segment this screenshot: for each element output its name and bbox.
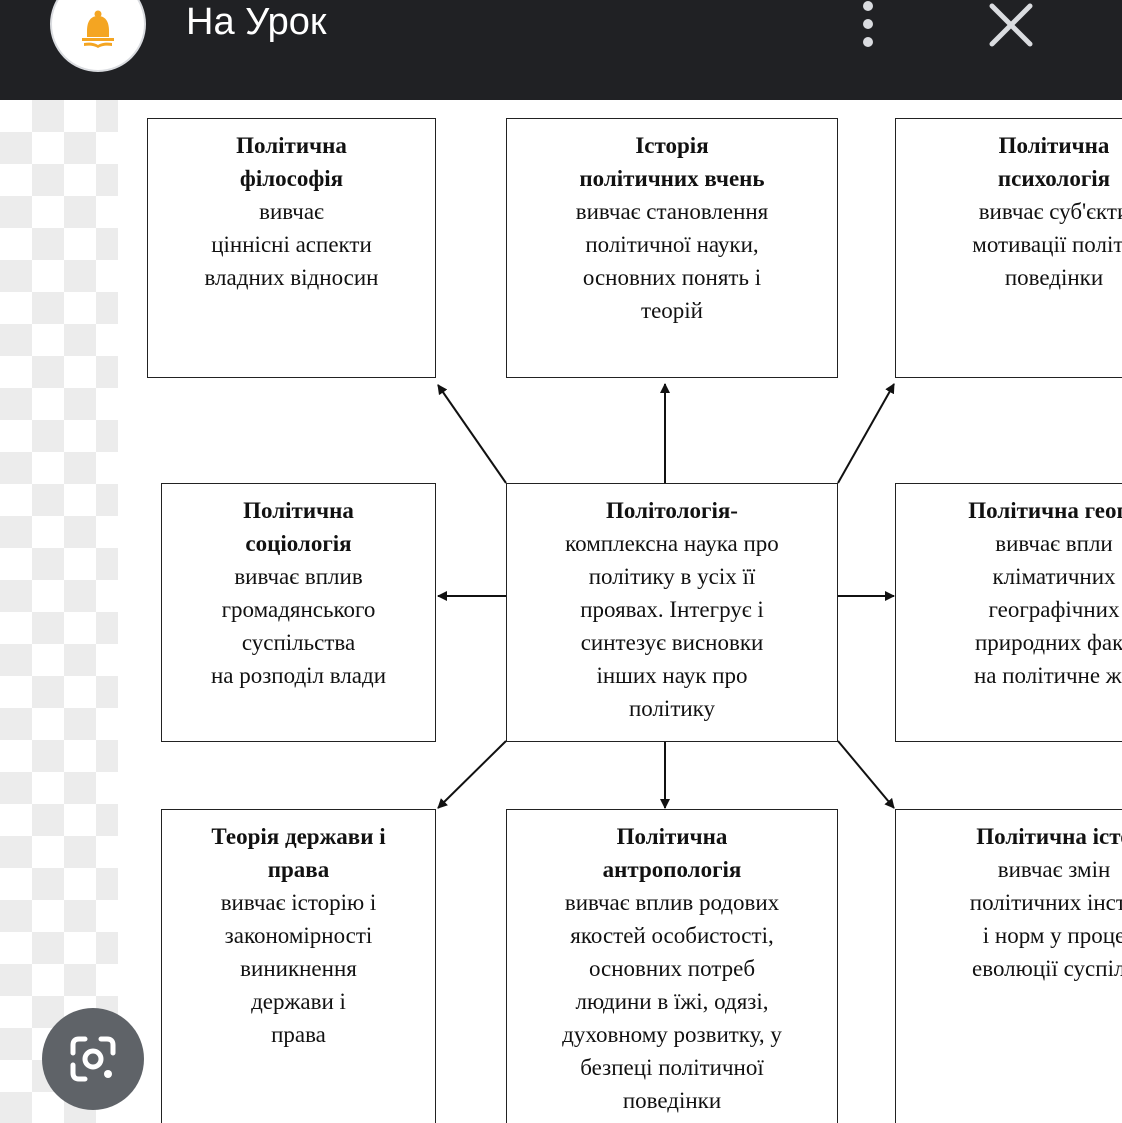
google-lens-icon — [70, 1036, 116, 1082]
arrow-to-top-right — [837, 383, 895, 484]
box-text: права — [271, 1022, 326, 1047]
box-history-of-political-thought: Історія політичних вчень вивчає становле… — [506, 118, 838, 378]
box-political-science-center: Політологія- комплексна наука про політи… — [506, 483, 838, 742]
box-political-geography: Політична геогр вивчає впли кліматичних … — [895, 483, 1122, 742]
close-icon — [989, 3, 1033, 47]
box-title: Політична геогр — [968, 498, 1122, 523]
connector-arrows — [437, 383, 895, 809]
box-text: ціннісні аспекти — [211, 232, 372, 257]
box-text: поведінки — [622, 1088, 722, 1113]
box-text: вивчає вплив — [234, 564, 363, 589]
box-text: громадянського — [221, 597, 376, 622]
box-title: Політична — [236, 133, 347, 158]
arrow-to-bottom-left — [437, 740, 507, 809]
box-title: антропологія — [602, 857, 742, 882]
box-text: природних факт — [974, 630, 1122, 655]
box-title: Політична — [998, 133, 1110, 158]
box-text: еволюції суспіль — [972, 956, 1122, 981]
box-text: вивчає — [259, 199, 324, 224]
site-title: На Урок — [186, 1, 327, 43]
box-text: комплексна наука про — [565, 531, 779, 556]
box-text: вивчає змін — [997, 857, 1111, 882]
box-text: і норм у проце — [982, 923, 1122, 948]
box-text: політичних інсти — [969, 890, 1122, 915]
box-title: Історія — [635, 133, 709, 158]
arrow-to-top-left — [437, 384, 507, 484]
google-lens-button[interactable] — [42, 1008, 144, 1110]
box-text: держави і — [251, 989, 346, 1014]
box-text: політику — [628, 696, 716, 721]
box-title: Політична — [616, 824, 728, 849]
box-title: Політична — [243, 498, 354, 523]
box-text: інших наук про — [596, 663, 748, 688]
top-app-bar: На Урок — [0, 0, 1122, 100]
box-text: виникнення — [240, 956, 357, 981]
close-button[interactable] — [984, 0, 1038, 52]
box-text: основних понять і — [582, 265, 762, 290]
more-vert-icon — [863, 1, 873, 47]
box-title: філософія — [239, 166, 344, 191]
box-text: безпеці політичної — [580, 1055, 764, 1080]
box-text: закономірності — [224, 923, 373, 948]
box-text: на розподіл влади — [210, 663, 387, 688]
box-text: проявах. Інтегрує і — [580, 597, 764, 622]
box-text: владних відносин — [204, 265, 379, 290]
box-text: суспільства — [241, 630, 356, 655]
transparency-background — [0, 100, 118, 1123]
box-text: на політичне жи — [973, 663, 1122, 688]
box-text: вивчає становлення — [575, 199, 769, 224]
box-political-philosophy: Політична філософія вивчає ціннісні аспе… — [147, 118, 436, 378]
box-text: вивчає вплив родових — [564, 890, 780, 915]
box-text: вивчає історію і — [220, 890, 377, 915]
box-text: кліматичних — [992, 564, 1116, 589]
box-text: духовному розвитку, у — [562, 1022, 782, 1047]
box-text: політику в усіх її — [588, 564, 756, 589]
box-text: поведінки — [1004, 265, 1104, 290]
political-science-diagram: Політична філософія вивчає ціннісні аспе… — [0, 100, 1122, 1123]
box-text: основних потреб — [588, 956, 756, 981]
box-text: вивчає суб'єкти — [978, 199, 1122, 224]
box-title: Політична істо — [976, 824, 1122, 849]
box-text: географічних — [988, 597, 1120, 622]
box-political-history: Політична істо вивчає змін політичних ін… — [895, 809, 1122, 1123]
box-political-psychology: Політична психологія вивчає суб'єкти мот… — [895, 118, 1122, 378]
site-logo[interactable] — [50, 0, 146, 72]
box-text: синтезує висновки — [580, 630, 764, 655]
box-text: вивчає впли — [995, 531, 1113, 556]
more-options-button[interactable] — [850, 0, 886, 52]
box-title: соціологія — [245, 531, 352, 556]
box-title: психологія — [997, 166, 1111, 191]
box-political-anthropology: Політична антропологія вивчає вплив родо… — [506, 809, 838, 1123]
arrow-to-bottom-right — [837, 740, 895, 809]
box-title: права — [267, 857, 330, 882]
box-text: якостей особистості, — [570, 923, 774, 948]
bell-icon — [82, 10, 114, 48]
image-viewer[interactable]: Політична філософія вивчає ціннісні аспе… — [0, 100, 1122, 1123]
box-theory-of-state-and-law: Теорія держави і права вивчає історію і … — [161, 809, 436, 1123]
box-title: Теорія держави і — [211, 824, 386, 849]
box-text: людини в їжі, одязі, — [575, 989, 769, 1014]
box-text: мотивації політи — [972, 232, 1122, 257]
box-political-sociology: Політична соціологія вивчає вплив громад… — [161, 483, 436, 742]
box-title: Політологія- — [606, 498, 738, 523]
box-text: політичної науки, — [585, 232, 759, 257]
box-title: політичних вчень — [579, 166, 765, 191]
box-text: теорій — [641, 298, 703, 323]
